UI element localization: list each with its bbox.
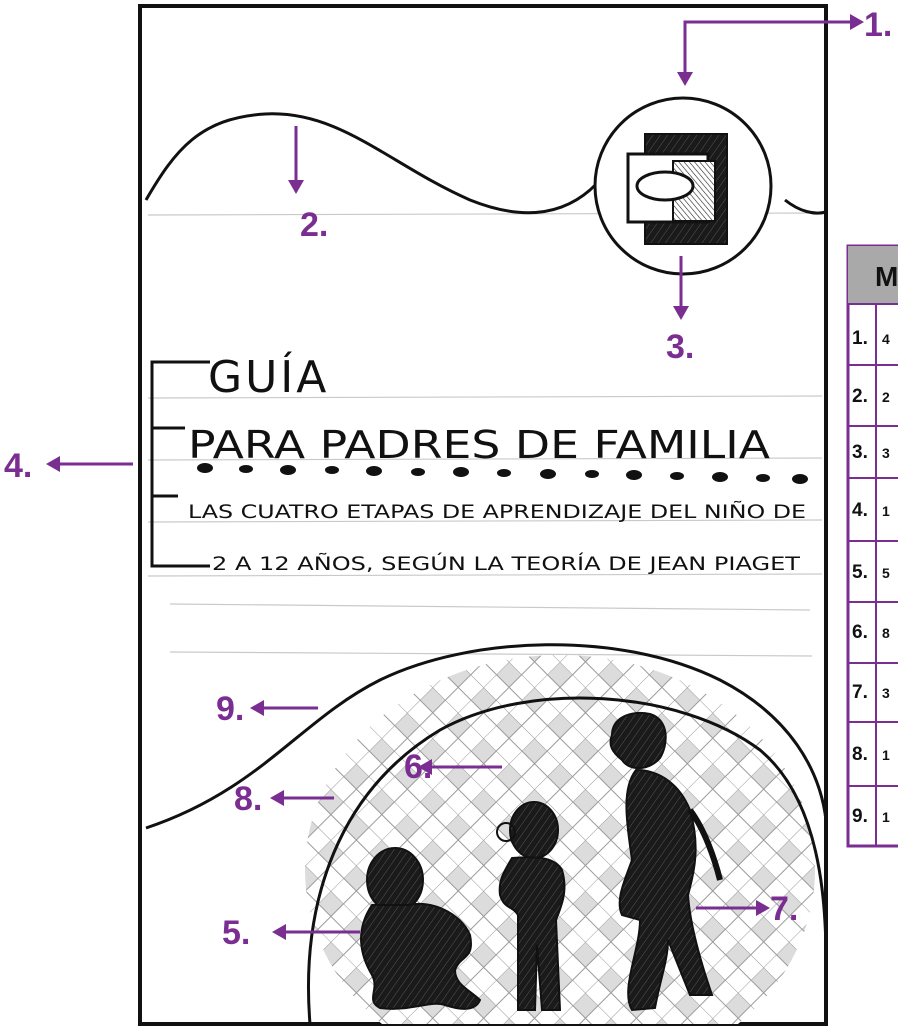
- side-table-row-num: 3.: [852, 442, 868, 463]
- side-table-row-cut: 5: [882, 565, 890, 581]
- inner-circle-edge: [307, 696, 826, 1024]
- side-table-row-cut: 1: [882, 809, 890, 825]
- title-line-1: GUÍA: [208, 350, 329, 403]
- subtitle-line-1: LAS CUATRO ETAPAS DE APRENDIZAJE DEL NIÑ…: [188, 500, 806, 523]
- crawling-baby-figure: [360, 847, 482, 1010]
- callout-6: 6.: [404, 748, 432, 786]
- child-figure: [496, 801, 566, 1011]
- title-line-2: PARA PADRES DE FAMILIA: [188, 423, 770, 467]
- callout-4: 4.: [4, 447, 32, 485]
- side-table-row-num: 5.: [852, 562, 868, 583]
- callout-1: 1.: [864, 6, 892, 44]
- logo: [593, 96, 773, 276]
- side-table-row-num: 1.: [852, 328, 868, 349]
- side-table-row-cut: 4: [882, 331, 890, 347]
- side-table-row-cut: 1: [882, 503, 890, 519]
- older-child-figure: [609, 712, 723, 1012]
- callout-5: 5.: [222, 914, 250, 952]
- callout-3: 3.: [666, 328, 694, 366]
- side-table-row-num: 4.: [852, 500, 868, 521]
- outer-arc: [145, 643, 826, 830]
- side-table-row-cut: 3: [882, 445, 890, 461]
- side-table-row-num: 2.: [852, 386, 868, 407]
- side-table-row-num: 7.: [852, 682, 868, 703]
- side-table-row-num: 8.: [852, 744, 868, 765]
- side-table-row-cut: 2: [882, 389, 890, 405]
- callout-arrows: [58, 20, 850, 934]
- side-table: M 1. 4 2. 2 3. 3 4. 1 5. 5 6. 8 7. 3 8. …: [846, 244, 898, 848]
- callout-2: 2.: [300, 206, 328, 244]
- dotted-separator: [197, 463, 808, 484]
- side-table-row-cut: 8: [882, 625, 890, 641]
- side-table-row-num: 6.: [852, 622, 868, 643]
- subtitle-line-2: 2 A 12 AÑOS, SEGÚN LA TEORÍA DE JEAN PIA…: [212, 551, 800, 575]
- side-table-row-cut: 1: [882, 747, 890, 763]
- callout-9: 9.: [216, 690, 244, 728]
- arrowheads: [46, 14, 864, 940]
- top-wave: [144, 112, 827, 215]
- title-bracket: [150, 360, 210, 568]
- side-table-row-cut: 3: [882, 685, 890, 701]
- side-table-row-num: 9.: [852, 806, 868, 827]
- callout-8: 8.: [234, 780, 262, 818]
- callout-7: 7.: [770, 890, 798, 928]
- side-table-header: M: [875, 261, 898, 292]
